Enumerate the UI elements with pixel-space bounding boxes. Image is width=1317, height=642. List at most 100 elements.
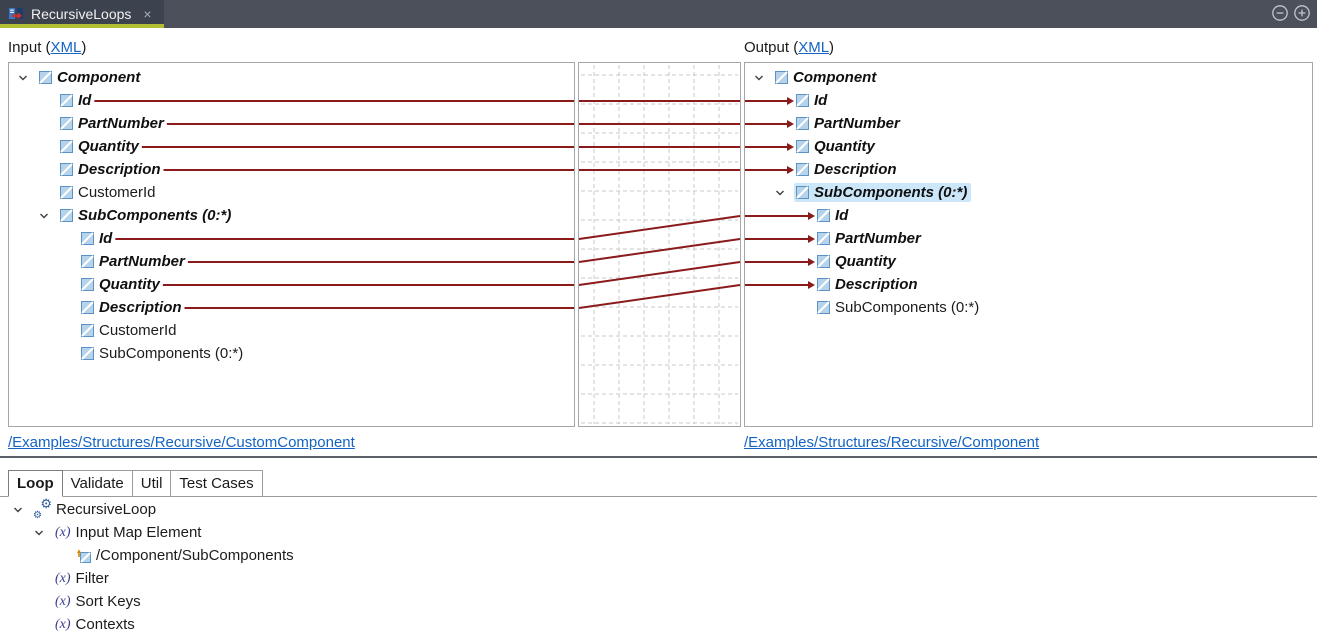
tree-node-label: Component <box>57 69 141 86</box>
xml-element-icon <box>60 140 73 153</box>
node-content: Id <box>58 91 95 110</box>
tree-node-quantity[interactable]: Quantity <box>9 273 574 296</box>
node-content: ⚙⚙RecursiveLoop <box>32 496 160 521</box>
tree-node-id[interactable]: Id <box>9 227 574 250</box>
tree-node-subcomponents-0[interactable]: SubComponents (0:*) <box>745 181 1312 204</box>
tab-recursiveloops[interactable]: RecursiveLoops × <box>0 0 164 28</box>
loop-properties-tree: ⚙⚙RecursiveLoop (x)Input Map Element/Comp… <box>0 496 1317 642</box>
tree-node-sort-keys[interactable]: (x)Sort Keys <box>0 590 1317 613</box>
function-icon: (x) <box>55 616 71 632</box>
chevron-down-icon[interactable] <box>10 504 32 516</box>
tree-node-quantity[interactable]: Quantity <box>745 135 1312 158</box>
tree-node-description[interactable]: Description <box>9 296 574 319</box>
tree-node-description[interactable]: Description <box>745 158 1312 181</box>
tree-node-quantity[interactable]: Quantity <box>745 250 1312 273</box>
xml-element-icon <box>39 71 52 84</box>
tree-node-id[interactable]: Id <box>745 204 1312 227</box>
node-content: (x)Filter <box>53 569 113 588</box>
tree-node-subcomponents-0[interactable]: SubComponents (0:*) <box>9 342 574 365</box>
xml-element-icon <box>60 163 73 176</box>
tab-loop[interactable]: Loop <box>8 470 63 497</box>
close-tab-icon[interactable]: × <box>143 6 152 22</box>
node-content: Component <box>773 68 880 87</box>
tree-node-input-map-element[interactable]: (x)Input Map Element <box>0 521 1317 544</box>
input-xml-link[interactable]: XML <box>50 39 82 56</box>
xml-element-icon <box>796 94 809 107</box>
tree-node-component[interactable]: Component <box>9 66 574 89</box>
chevron-down-icon[interactable] <box>31 527 53 539</box>
xml-element-icon <box>81 347 94 360</box>
recursive-loop-gears-icon: ⚙⚙ <box>33 496 52 521</box>
xml-element-icon <box>817 232 830 245</box>
node-content: (x)Sort Keys <box>53 592 145 611</box>
tree-node-partnumber[interactable]: PartNumber <box>9 112 574 135</box>
tab-validate[interactable]: Validate <box>61 470 133 497</box>
tab-test-cases[interactable]: Test Cases <box>170 470 263 497</box>
node-content: Description <box>58 160 165 179</box>
output-source-path-link[interactable]: /Examples/Structures/Recursive/Component <box>744 434 1040 451</box>
chevron-down-icon[interactable] <box>772 187 794 199</box>
tab-label: RecursiveLoops <box>31 6 132 22</box>
tree-node-label: Description <box>835 276 918 293</box>
tab-label: Test Cases <box>179 475 254 492</box>
tree-node-label: Quantity <box>814 138 875 155</box>
tab-util[interactable]: Util <box>131 470 172 497</box>
editor-tab-bar: RecursiveLoops × <box>0 0 1317 28</box>
node-content: (x)Contexts <box>53 615 139 634</box>
tree-node-customerid[interactable]: CustomerId <box>9 319 574 342</box>
tree-node-label: /Component/SubComponents <box>96 547 294 564</box>
node-content: Quantity <box>815 252 900 271</box>
xml-element-icon <box>81 255 94 268</box>
tree-node-id[interactable]: Id <box>9 89 574 112</box>
xml-element-icon <box>796 117 809 130</box>
input-title-close-paren: ) <box>81 39 87 56</box>
node-content: CustomerId <box>79 321 181 340</box>
tree-node-customerid[interactable]: CustomerId <box>9 181 574 204</box>
tree-node-component-subcomponents[interactable]: /Component/SubComponents <box>0 544 1317 567</box>
horizontal-splitter[interactable] <box>0 456 1317 458</box>
xml-element-icon <box>775 71 788 84</box>
input-pane-title: Input (XML) <box>8 39 86 56</box>
node-content: /Component/SubComponents <box>74 546 298 565</box>
chevron-down-icon[interactable] <box>36 210 58 222</box>
tree-node-description[interactable]: Description <box>745 273 1312 296</box>
output-xml-link[interactable]: XML <box>798 39 830 56</box>
output-title-text: Output ( <box>744 39 799 56</box>
chevron-down-icon[interactable] <box>15 72 37 84</box>
tree-node-description[interactable]: Description <box>9 158 574 181</box>
tree-node-recursiveloop[interactable]: ⚙⚙RecursiveLoop <box>0 496 1317 521</box>
tree-node-subcomponents-0[interactable]: SubComponents (0:*) <box>9 204 574 227</box>
node-content: PartNumber <box>815 229 925 248</box>
tree-node-partnumber[interactable]: PartNumber <box>745 112 1312 135</box>
node-content: (x)Input Map Element <box>53 523 205 542</box>
tree-node-label: Description <box>99 299 182 316</box>
tree-node-contexts[interactable]: (x)Contexts <box>0 613 1317 636</box>
collapse-circle-minus-icon[interactable] <box>1271 4 1289 22</box>
xml-element-icon <box>817 301 830 314</box>
tree-node-label: PartNumber <box>78 115 164 132</box>
node-content: Id <box>794 91 831 110</box>
node-content: Id <box>79 229 116 248</box>
node-content: Quantity <box>79 275 164 294</box>
xml-element-icon <box>796 140 809 153</box>
xml-element-icon <box>60 186 73 199</box>
tree-node-label: SubComponents (0:*) <box>99 345 244 362</box>
tree-node-partnumber[interactable]: PartNumber <box>745 227 1312 250</box>
tree-node-quantity[interactable]: Quantity <box>9 135 574 158</box>
tree-node-subcomponents-0[interactable]: SubComponents (0:*) <box>745 296 1312 319</box>
input-source-path-link[interactable]: /Examples/Structures/Recursive/CustomCom… <box>8 434 355 451</box>
xml-element-icon <box>81 324 94 337</box>
expand-circle-plus-icon[interactable] <box>1293 4 1311 22</box>
tree-node-id[interactable]: Id <box>745 89 1312 112</box>
xml-element-icon <box>817 278 830 291</box>
tree-node-component[interactable]: Component <box>745 66 1312 89</box>
node-content: CustomerId <box>58 183 160 202</box>
xml-element-icon <box>81 232 94 245</box>
tree-node-label: Quantity <box>78 138 139 155</box>
chevron-down-icon[interactable] <box>751 72 773 84</box>
xml-element-icon <box>60 117 73 130</box>
tree-node-filter[interactable]: (x)Filter <box>0 567 1317 590</box>
tree-node-label: Id <box>78 92 92 109</box>
function-icon: (x) <box>55 593 71 609</box>
tree-node-partnumber[interactable]: PartNumber <box>9 250 574 273</box>
